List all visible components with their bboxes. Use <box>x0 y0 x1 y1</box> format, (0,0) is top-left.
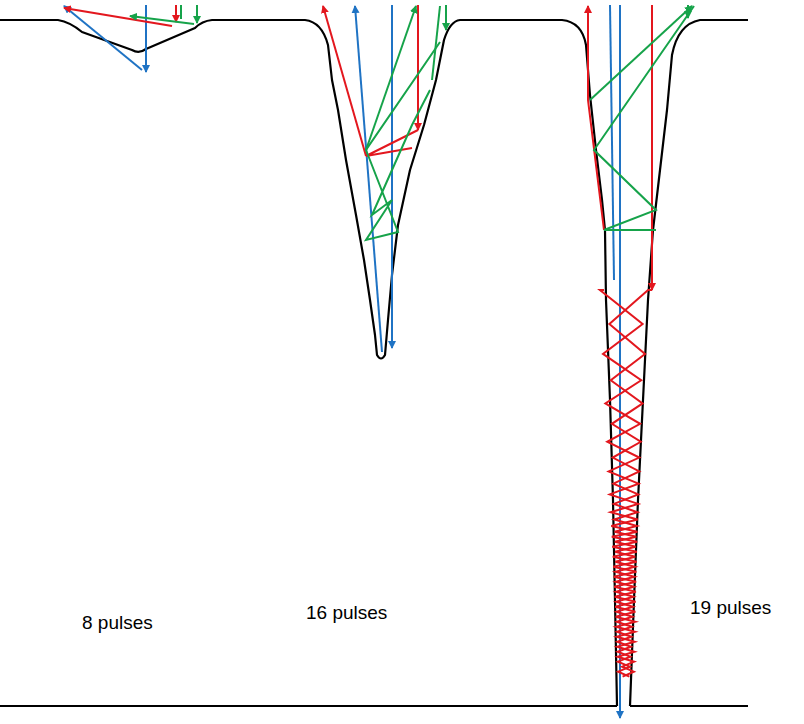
surface-profile <box>0 20 617 706</box>
pulse-count-label: 16 pulses <box>306 602 387 624</box>
pulse-count-label: 8 pulses <box>82 612 153 634</box>
rays-hole-2 <box>323 5 446 352</box>
bottom-surface <box>0 705 748 707</box>
pulse-count-label: 19 pulses <box>690 597 771 619</box>
multiple-reflection-ray <box>600 290 643 677</box>
multiple-reflection-ray <box>609 290 652 677</box>
rays-hole-1 <box>64 5 197 72</box>
rays-hole-3 <box>588 5 694 718</box>
